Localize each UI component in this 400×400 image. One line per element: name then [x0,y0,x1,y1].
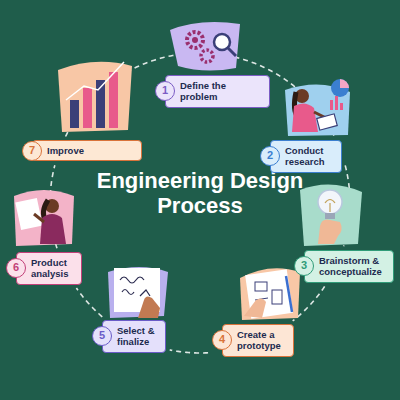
step-number: 2 [260,146,280,166]
step-label: Brainstorm & conceptualize [305,251,393,282]
step-label: Define the problem [166,76,269,107]
diagram-title: Engineering Design Process [95,168,305,219]
improve-illustration [58,62,132,132]
gears-illustration [170,22,240,71]
step-label: Product analysis [17,253,81,284]
step-box: 4Create a prototype [222,324,294,357]
step-number: 4 [212,330,232,350]
step-box: 2Conduct research [270,140,342,173]
step-label: Conduct research [271,141,341,172]
step-label: Select & finalize [103,321,165,352]
step-number: 6 [6,258,26,278]
prototype-illustration [240,268,300,320]
step-number: 1 [155,81,175,101]
step-number: 7 [22,141,42,161]
step-number: 3 [294,256,314,276]
step-box: 6Product analysis [16,252,82,285]
idea-illustration [300,184,362,246]
cycle-connector [76,288,102,317]
analysis-illustration [14,190,74,246]
step-box: 7Improve [32,140,142,161]
step-label: Create a prototype [223,325,293,356]
step-number: 5 [92,326,112,346]
research-illustration [285,79,350,136]
step-box: 5Select & finalize [102,320,166,353]
step-label: Improve [33,141,141,160]
step-box: 1Define the problem [165,75,270,108]
finalize-illustration [108,267,168,318]
step-box: 3Brainstorm & conceptualize [304,250,394,283]
cycle-connector [170,350,208,353]
